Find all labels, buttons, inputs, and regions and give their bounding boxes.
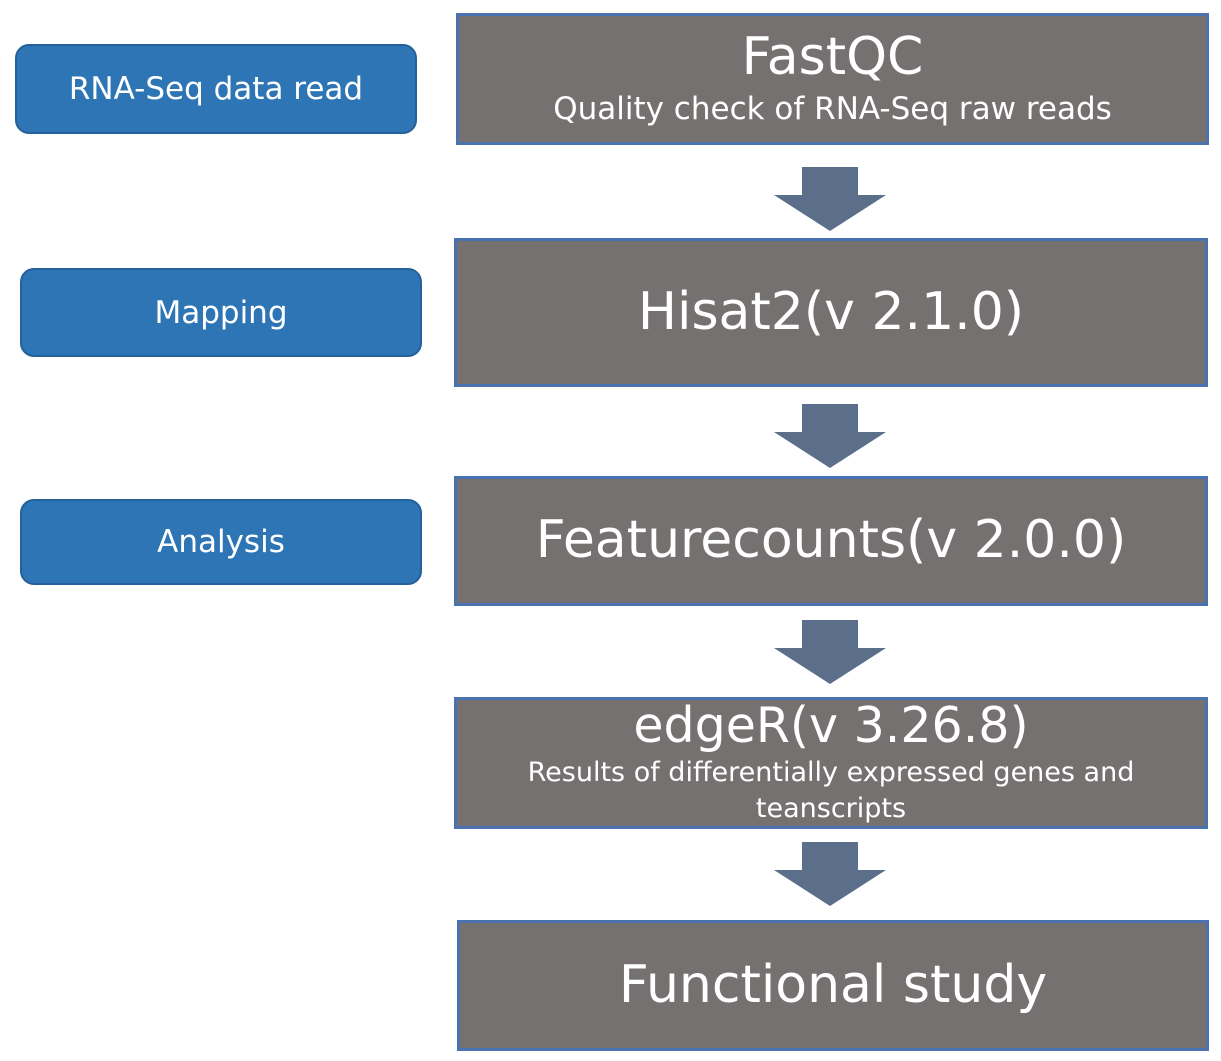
stage-analysis: Analysis <box>20 499 422 585</box>
stage-mapping: Mapping <box>20 268 422 357</box>
step-title: Functional study <box>618 954 1048 1015</box>
down-arrow-icon <box>772 404 888 470</box>
step-featurecounts: Featurecounts(v 2.0.0) <box>454 476 1208 606</box>
stage-rna-seq-data-read: RNA-Seq data read <box>15 44 417 134</box>
step-title: edgeR(v 3.26.8) <box>633 697 1029 754</box>
step-title: Hisat2(v 2.1.0) <box>637 281 1025 342</box>
down-arrow-icon <box>772 167 888 233</box>
step-fastqc: FastQC Quality check of RNA-Seq raw read… <box>456 13 1209 145</box>
step-functional-study: Functional study <box>457 920 1209 1051</box>
down-arrow-icon <box>772 842 888 908</box>
step-title: FastQC <box>741 27 924 88</box>
stage-label: RNA-Seq data read <box>68 71 364 107</box>
step-title: Featurecounts(v 2.0.0) <box>535 510 1127 571</box>
step-subtitle: Quality check of RNA-Seq raw reads <box>553 91 1112 128</box>
step-hisat2: Hisat2(v 2.1.0) <box>454 238 1208 387</box>
step-edger: edgeR(v 3.26.8) Results of differentiall… <box>454 697 1208 829</box>
stage-label: Analysis <box>157 524 285 560</box>
down-arrow-icon <box>772 620 888 686</box>
step-subtitle: Results of differentially expressed gene… <box>527 756 1135 824</box>
stage-label: Mapping <box>154 294 288 331</box>
